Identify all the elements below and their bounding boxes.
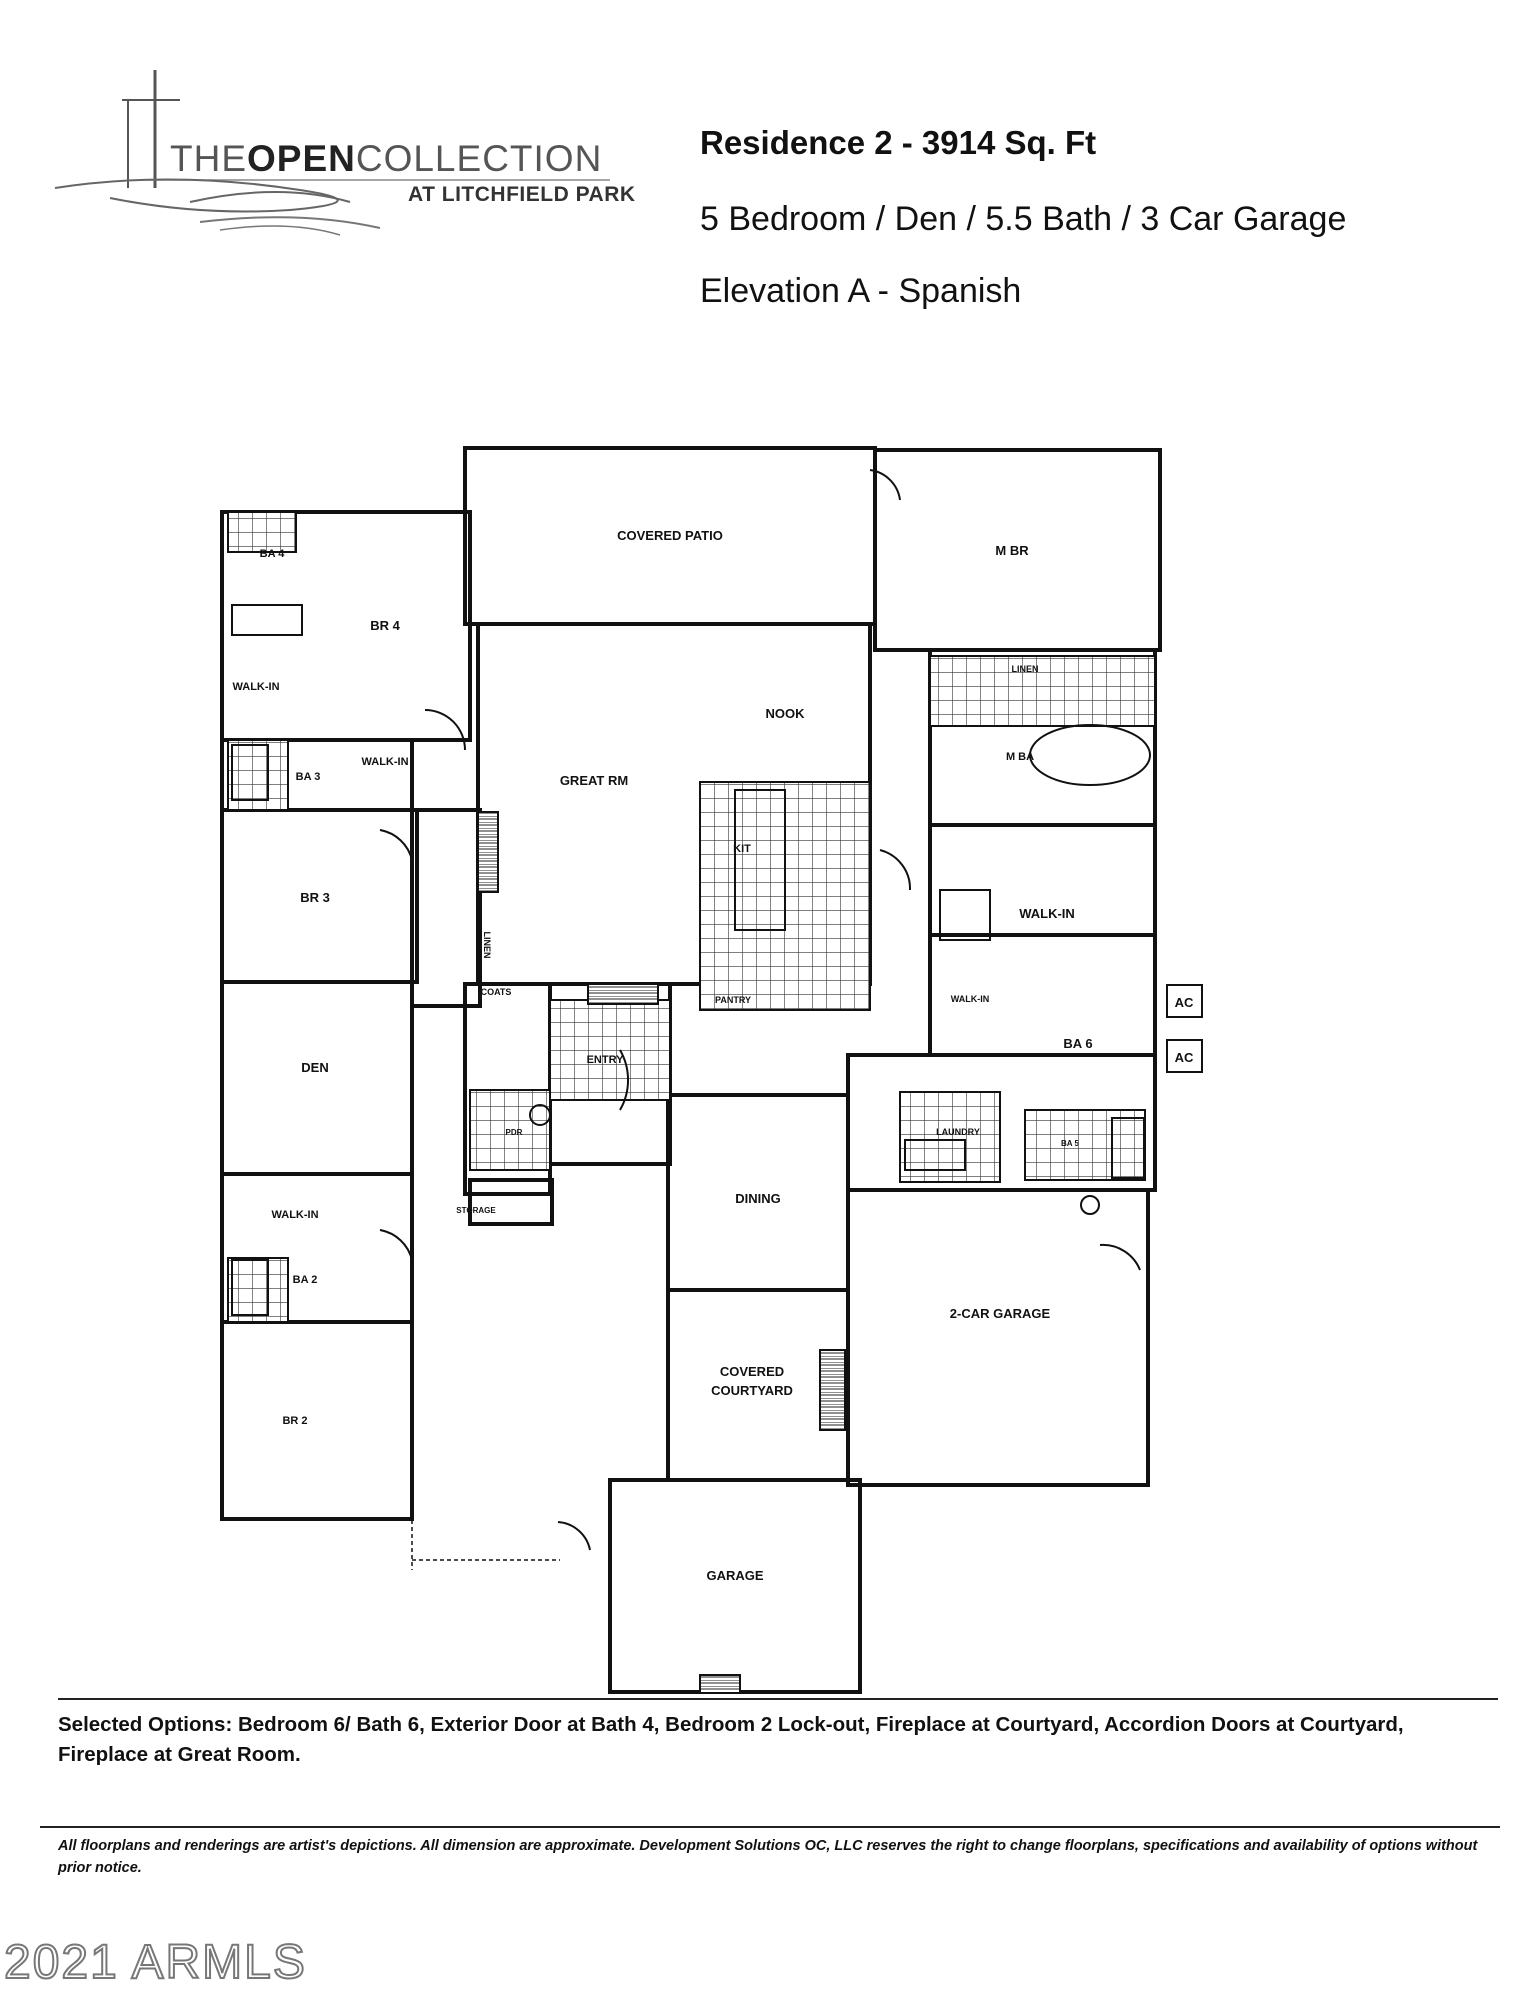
label-br2: BR 2: [282, 1415, 307, 1427]
label-ba3: BA 3: [296, 771, 321, 783]
label-kit: KIT: [733, 843, 751, 855]
label-coats: COATS: [481, 987, 512, 997]
label-nook: NOOK: [766, 706, 806, 721]
label-mba: M BA: [1006, 751, 1034, 763]
front-walkway: [411, 1520, 560, 1570]
residence-specs: 5 Bedroom / Den / 5.5 Bath / 3 Car Garag…: [700, 200, 1347, 238]
ac-units: AC AC: [1166, 984, 1203, 1073]
label-pdr: PDR: [506, 1128, 523, 1137]
label-covered-courtyard-1: COVERED: [720, 1364, 784, 1379]
label-pantry: PANTRY: [715, 995, 751, 1005]
walls: [220, 446, 1162, 1694]
label-linen-master: LINEN: [1012, 664, 1039, 674]
label-garage: GARAGE: [706, 1568, 763, 1583]
label-covered-patio: COVERED PATIO: [617, 528, 723, 543]
label-storage: STORAGE: [456, 1206, 496, 1215]
logo-brand-bold: OPEN: [247, 138, 356, 179]
logo-brand-pre: THE: [170, 138, 247, 179]
label-ba6: BA 6: [1063, 1036, 1092, 1051]
label-two-car-garage: 2-CAR GARAGE: [950, 1306, 1051, 1321]
label-dining: DINING: [735, 1191, 781, 1206]
disclaimer: All floorplans and renderings are artist…: [58, 1838, 1478, 1876]
label-ac-1: AC: [1175, 995, 1194, 1010]
logo-wordmark: THEOPENCOLLECTION: [170, 138, 602, 180]
residence-elevation: Elevation A - Spanish: [700, 272, 1022, 310]
label-walkin-ba6: WALK-IN: [951, 994, 990, 1004]
label-linen-hall: LINEN: [482, 932, 492, 959]
disclaimer-rule: [40, 1826, 1500, 1828]
residence-title: Residence 2 - 3914 Sq. Ft: [700, 124, 1097, 161]
label-mbr: M BR: [995, 543, 1029, 558]
label-laundry: LAUNDRY: [936, 1127, 980, 1137]
options-rule: [58, 1698, 1498, 1700]
label-br3: BR 3: [300, 890, 330, 905]
label-ba4: BA 4: [260, 548, 286, 560]
label-ba2: BA 2: [293, 1274, 318, 1286]
label-walkin-master: WALK-IN: [1019, 906, 1075, 921]
fixtures: [231, 604, 1151, 1316]
label-walkin-br4: WALK-IN: [232, 681, 279, 693]
room-labels: COVERED PATIO M BR BR 4 BA 4 WALK-IN WAL…: [232, 528, 1092, 1583]
logo-subtitle: AT LITCHFIELD PARK: [408, 183, 636, 206]
label-great-rm: GREAT RM: [560, 773, 628, 788]
label-walkin-br2: WALK-IN: [271, 1209, 318, 1221]
selected-options: Selected Options: Bedroom 6/ Bath 6, Ext…: [58, 1713, 1404, 1766]
label-den: DEN: [301, 1060, 328, 1075]
label-ba5: BA 5: [1061, 1139, 1079, 1148]
watermark: 2021 ARMLS: [3, 1935, 307, 1990]
label-br4: BR 4: [370, 618, 400, 633]
label-covered-courtyard-2: COURTYARD: [711, 1383, 793, 1398]
label-walkin-br3: WALK-IN: [361, 756, 408, 768]
tile-areas: [227, 511, 1156, 1323]
doors: [379, 469, 1141, 1551]
logo-swoosh: [54, 70, 610, 236]
label-entry: ENTRY: [587, 1054, 625, 1066]
logo-brand-post: COLLECTION: [355, 138, 603, 179]
label-ac-2: AC: [1175, 1050, 1194, 1065]
fireplaces: [477, 811, 846, 1694]
